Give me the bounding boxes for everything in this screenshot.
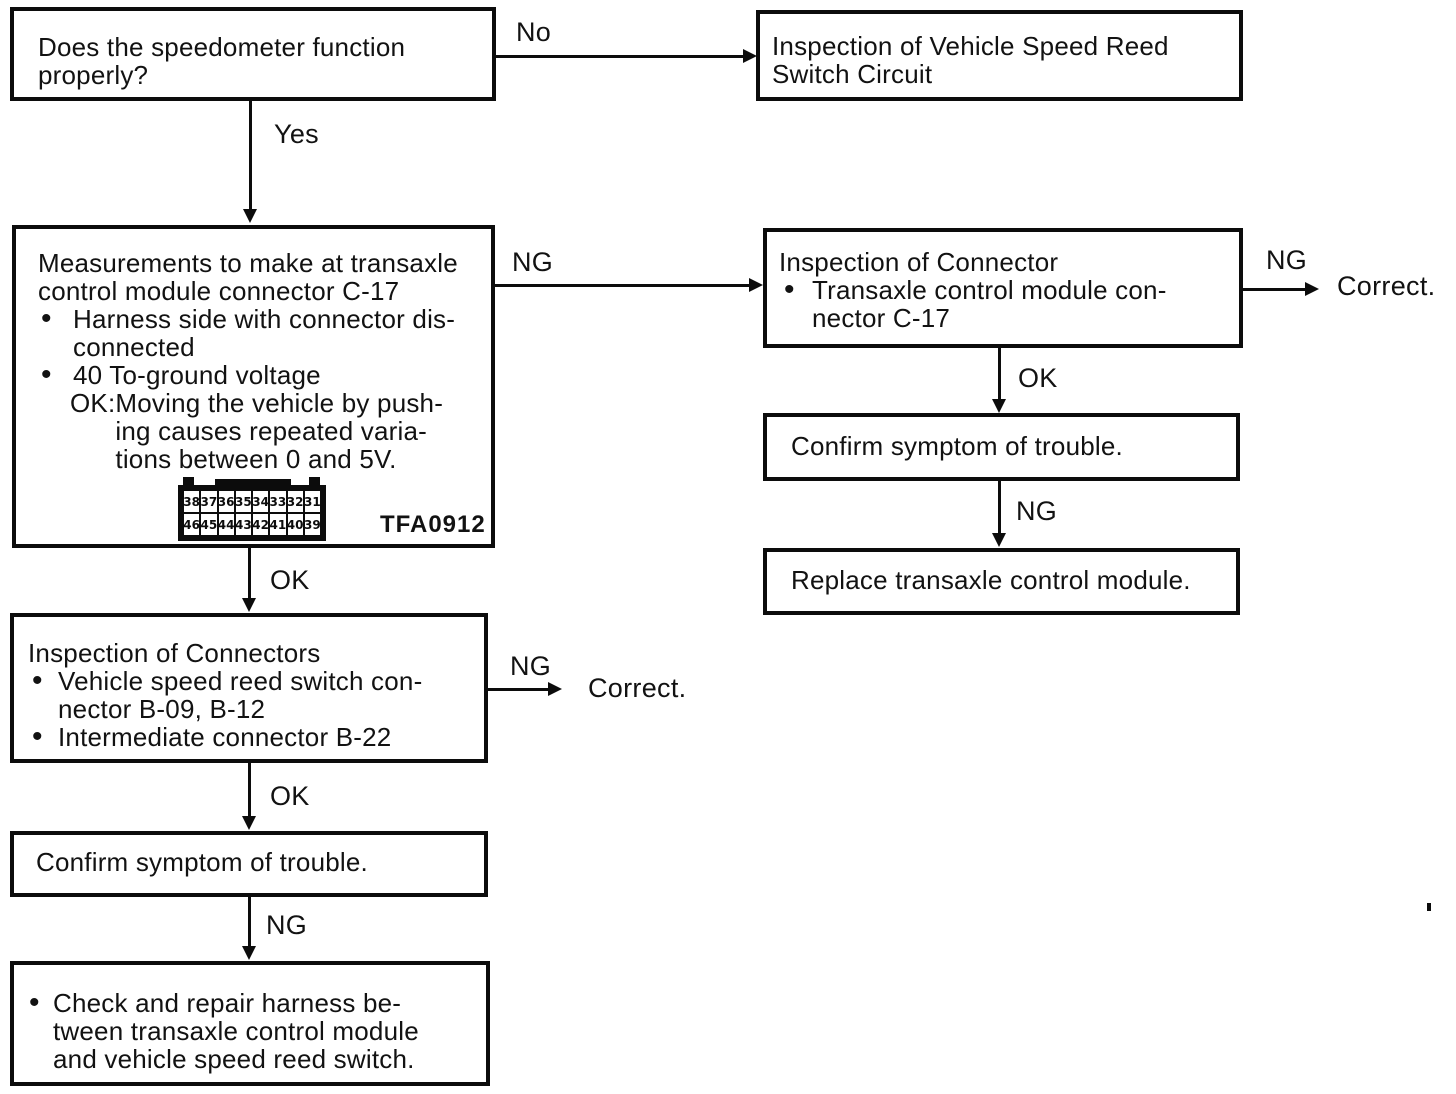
connector-pin: 36 xyxy=(218,491,234,512)
bullet-icon: • xyxy=(41,302,52,335)
edge-ng-right-arrowhead-icon xyxy=(1305,282,1319,296)
scan-artifact xyxy=(1427,903,1431,911)
terminal-correct-left: Correct. xyxy=(588,673,687,703)
connector-pin: 40 xyxy=(287,514,303,535)
edge-ng-right2-label: NG xyxy=(1016,496,1058,526)
edge-ng-left-arrowhead-icon xyxy=(548,682,562,696)
connectors-inspection-left-bullet-2-text: Intermediate connector B-22 xyxy=(58,722,392,752)
connector-pin: 34 xyxy=(253,491,269,512)
measurements-bullet-2-text: 40 To-ground voltage xyxy=(73,360,321,390)
bullet-icon: • xyxy=(41,358,52,391)
bullet-icon: • xyxy=(32,720,43,753)
connector-pin: 32 xyxy=(287,491,303,512)
edge-ok-right-arrowhead-icon xyxy=(992,399,1006,413)
connector-pin: 38 xyxy=(184,491,200,512)
node-measurements-title: Measurements to make at transaxle contro… xyxy=(38,248,458,306)
connector-inspection-right-bullet-1-text: Transaxle control module con- nector C-1… xyxy=(812,275,1167,333)
measurements-bullet-1-text: Harness side with connector dis- connect… xyxy=(73,304,456,362)
node-speedometer-question: Does the speedometer function properly? xyxy=(10,7,496,101)
node-confirm-trouble-right: Confirm symptom of trouble. xyxy=(763,413,1240,481)
edge-yes-label: Yes xyxy=(274,119,319,149)
connector-tab xyxy=(183,477,194,486)
edge-no-line xyxy=(496,55,746,58)
confirm-trouble-left-text: Confirm symptom of trouble. xyxy=(36,847,368,877)
edge-ok-left2-line xyxy=(248,763,251,818)
connector-pin: 43 xyxy=(235,514,251,535)
connector-pin: 44 xyxy=(218,514,234,535)
edge-yes-line xyxy=(249,101,252,211)
edge-ok-left1-label: OK xyxy=(270,565,310,595)
connector-inspection-right-title: Inspection of Connector xyxy=(779,247,1059,277)
terminal-correct-right: Correct. xyxy=(1337,271,1436,301)
node-reed-switch-circuit-inspection: Inspection of Vehicle Speed Reed Switch … xyxy=(756,10,1243,101)
figure-code: TFA0912 xyxy=(380,511,486,538)
edge-ok-right-line xyxy=(998,348,1001,401)
edge-no-arrowhead-icon xyxy=(743,49,757,63)
edge-ng-right2-line xyxy=(998,481,1001,535)
connectors-inspection-left-title: Inspection of Connectors xyxy=(28,638,321,668)
node-speedometer-question-text: Does the speedometer function properly? xyxy=(38,32,406,90)
connector-tab xyxy=(309,477,320,486)
edge-ok-left2-arrowhead-icon xyxy=(242,816,256,830)
node-check-harness: • Check and repair harness be- tween tra… xyxy=(10,961,490,1086)
connector-pin: 35 xyxy=(235,491,251,512)
edge-ng-mid-line xyxy=(495,284,751,287)
edge-ng-mid-label: NG xyxy=(512,247,554,277)
bullet-icon: • xyxy=(784,273,795,306)
node-confirm-trouble-left: Confirm symptom of trouble. xyxy=(10,831,488,897)
edge-ng-right-line xyxy=(1243,288,1307,291)
connector-pin: 46 xyxy=(184,514,200,535)
connector-pin: 37 xyxy=(201,491,217,512)
edge-yes-arrowhead-icon xyxy=(243,209,257,223)
connector-pin: 42 xyxy=(253,514,269,535)
confirm-trouble-right-text: Confirm symptom of trouble. xyxy=(791,431,1123,461)
edge-ng-left2-line xyxy=(248,897,251,948)
edge-ok-right-label: OK xyxy=(1018,363,1058,393)
node-replace-module: Replace transaxle control module. xyxy=(763,548,1240,615)
check-harness-bullet-1-text: Check and repair harness be- tween trans… xyxy=(53,988,419,1074)
edge-ng-right2-arrowhead-icon xyxy=(992,533,1006,547)
measurements-bullet-1: • Harness side with connector dis- conne… xyxy=(38,302,479,362)
edge-ng-left2-label: NG xyxy=(266,910,308,940)
connectors-inspection-left-bullet-1: • Vehicle speed reed switch con- nector … xyxy=(28,664,474,724)
edge-ng-right-label: NG xyxy=(1266,245,1308,275)
measurements-ok-text: Moving the vehicle by push- ing causes r… xyxy=(115,388,444,474)
measurements-ok-criteria: OK: Moving the vehicle by push- ing caus… xyxy=(70,389,479,473)
connector-pin: 33 xyxy=(270,491,286,512)
node-connectors-inspection-left: Inspection of Connectors • Vehicle speed… xyxy=(10,613,488,763)
connector-pin: 45 xyxy=(201,514,217,535)
bullet-icon: • xyxy=(32,664,43,697)
node-reed-switch-circuit-text: Inspection of Vehicle Speed Reed Switch … xyxy=(772,31,1169,89)
measurements-ok-label: OK: xyxy=(70,388,116,418)
node-connector-inspection-right: Inspection of Connector • Transaxle cont… xyxy=(763,228,1243,348)
edge-ok-left1-arrowhead-icon xyxy=(242,598,256,612)
replace-module-text: Replace transaxle control module. xyxy=(791,565,1191,595)
edge-no-label: No xyxy=(516,17,552,47)
edge-ok-left2-label: OK xyxy=(270,781,310,811)
connector-inspection-right-bullet-1: • Transaxle control module con- nector C… xyxy=(779,273,1229,333)
connector-pin: 31 xyxy=(304,491,320,512)
edge-ok-left1-line xyxy=(248,548,251,600)
bullet-icon: • xyxy=(29,986,40,1019)
edge-ng-left2-arrowhead-icon xyxy=(242,946,256,960)
connectors-inspection-left-bullet-2: • Intermediate connector B-22 xyxy=(28,720,474,753)
edge-ng-left-label: NG xyxy=(510,651,552,681)
connector-pin: 39 xyxy=(304,514,320,535)
check-harness-bullet-1: • Check and repair harness be- tween tra… xyxy=(26,986,476,1074)
connectors-inspection-left-bullet-1-text: Vehicle speed reed switch con- nector B-… xyxy=(58,666,423,724)
connector-tab xyxy=(215,479,291,487)
connector-pin: 41 xyxy=(270,514,286,535)
edge-ng-left-line xyxy=(488,688,550,691)
measurements-bullet-2: • 40 To-ground voltage xyxy=(38,358,479,391)
edge-ng-mid-arrowhead-icon xyxy=(749,278,763,292)
